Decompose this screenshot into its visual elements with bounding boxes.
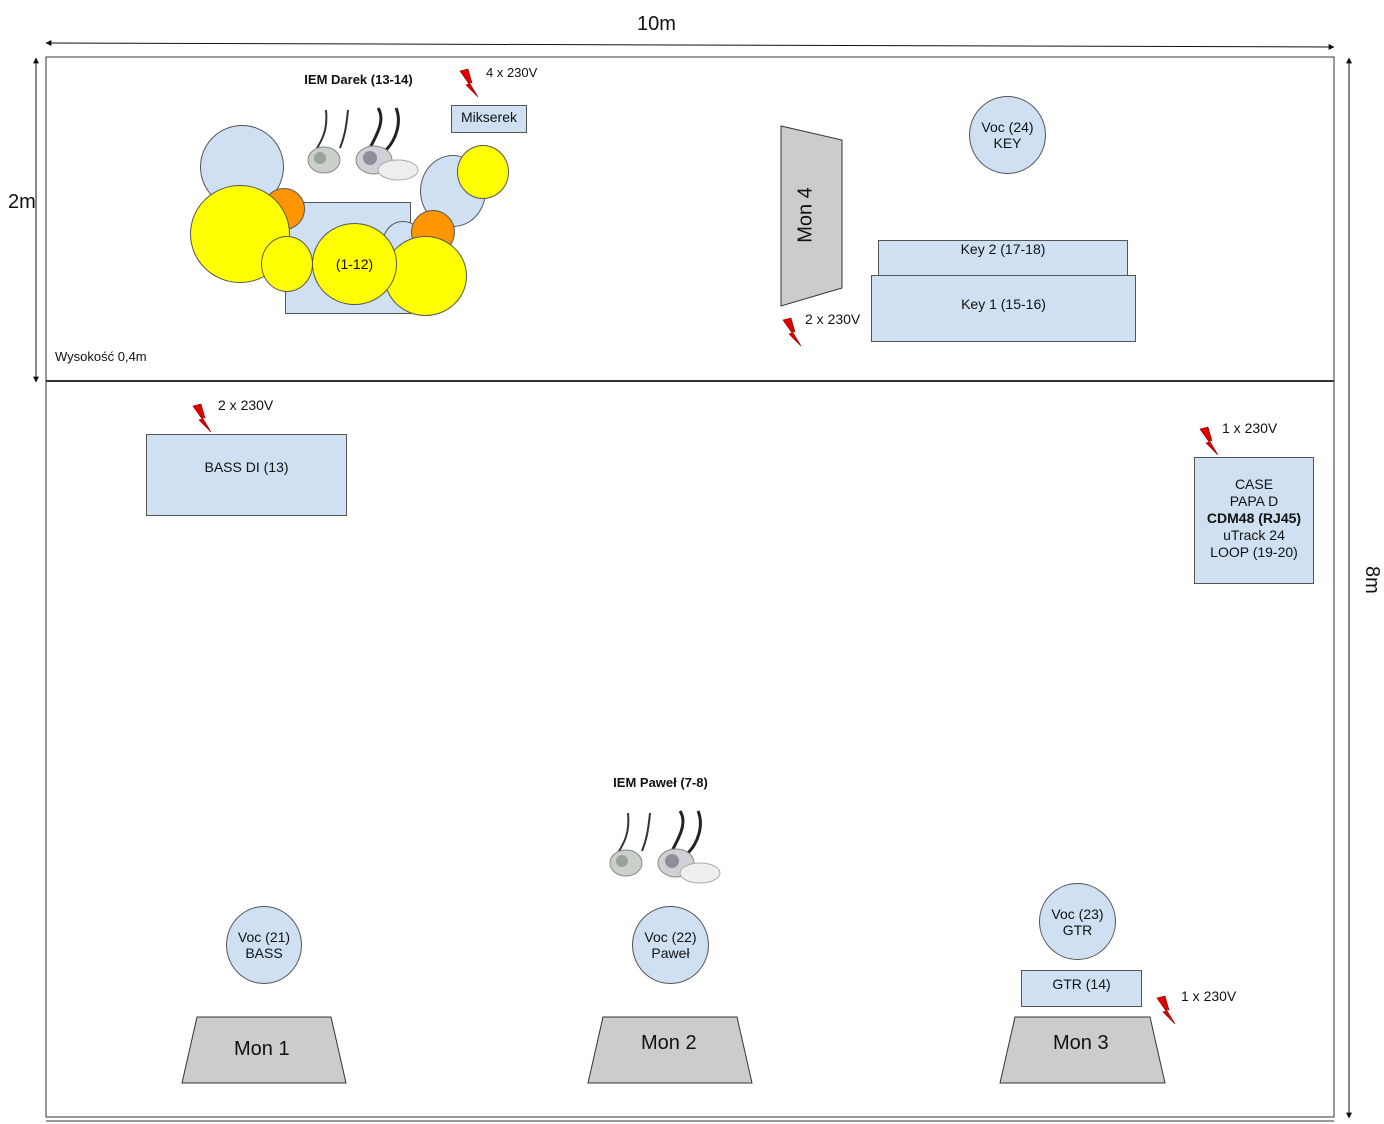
case-box: CASE PAPA D CDM48 (RJ45) uTrack 24 LOOP …: [1194, 457, 1314, 584]
voc-key-line1: Voc (24): [981, 119, 1034, 135]
mon3-shape: [999, 1016, 1166, 1084]
key1-box: Key 1 (15-16): [871, 275, 1136, 342]
case-line4: uTrack 24: [1223, 527, 1285, 543]
power-icon-mon4: [782, 317, 802, 347]
width-label: 10m: [637, 13, 676, 35]
voc-bass-line2: BASS: [245, 945, 283, 961]
voc-pawel-mic: Voc (22) Paweł: [632, 906, 709, 984]
power-icon-bass: [192, 403, 212, 433]
mon1-shape: [181, 1016, 347, 1084]
bass-power-label: 2 x 230V: [218, 397, 274, 413]
voc-bass-line1: Voc (21): [237, 929, 291, 945]
mon1-label: Mon 1: [234, 1038, 290, 1060]
case-power-label: 1 x 230V: [1222, 420, 1278, 436]
key2-box: Key 2 (17-18): [878, 240, 1128, 276]
width-dimension-arrow: [45, 40, 1335, 50]
mon4-label: Mon 4: [794, 187, 817, 243]
power-icon-case: [1199, 426, 1219, 456]
cymbal-right: [384, 236, 467, 316]
key1-label: Key 1 (15-16): [961, 296, 1046, 312]
mon3-label: Mon 3: [1053, 1032, 1109, 1054]
power-icon-mikserek: [459, 68, 479, 98]
voc-pawel-line2: Paweł: [651, 945, 690, 961]
mikserek-label: Mikserek: [460, 109, 517, 125]
gtr-power-label: 1 x 230V: [1181, 988, 1237, 1004]
case-line2: PAPA D: [1229, 493, 1279, 509]
riser-height-label: Wysokość 0,4m: [55, 349, 147, 364]
voc-gtr-line2: GTR: [1062, 921, 1093, 938]
iem-darek-card: IEM Darek (13-14): [286, 70, 431, 186]
case-line5: LOOP (19-20): [1210, 544, 1298, 560]
voc-gtr-mic: Voc (23) GTR: [1039, 883, 1116, 960]
power-icon-gtr: [1156, 995, 1176, 1025]
bass-di-box: BASS DI (13): [146, 434, 347, 516]
case-line1: CASE: [1234, 476, 1274, 492]
cymbal-top-right: [457, 145, 509, 199]
kick-drum: (1-12): [312, 223, 397, 305]
mon4-power-label: 2 x 230V: [805, 311, 861, 327]
cymbal-hihat: [261, 236, 313, 292]
mon2-label: Mon 2: [641, 1032, 697, 1054]
iem-pawel-card: IEM Paweł (7-8): [588, 773, 733, 888]
drum-channels-label: (1-12): [335, 256, 374, 272]
voc-key-mic: Voc (24) KEY: [969, 96, 1046, 174]
iem-darek-title: IEM Darek (13-14): [304, 72, 413, 87]
mon2-shape: [587, 1016, 753, 1084]
voc-bass-mic: Voc (21) BASS: [226, 906, 302, 984]
voc-gtr-line1: Voc (23): [1051, 905, 1104, 922]
mikserek-box: Mikserek: [451, 105, 527, 133]
key2-label: Key 2 (17-18): [960, 241, 1046, 257]
gtr-box: GTR (14): [1021, 970, 1142, 1007]
iem-pawel-title: IEM Paweł (7-8): [613, 775, 708, 790]
in-ear-monitor-icon: [609, 810, 721, 884]
riser-depth-label: 2m: [8, 191, 36, 213]
voc-pawel-line1: Voc (22): [644, 929, 697, 945]
in-ear-monitor-icon: [307, 107, 419, 181]
case-line3: CDM48 (RJ45): [1206, 510, 1302, 526]
bass-di-label: BASS DI (13): [204, 459, 289, 475]
gtr-label: GTR (14): [1052, 976, 1111, 992]
mon4-shape: [780, 125, 843, 307]
stage-outline: [45, 56, 1335, 1118]
mikserek-power-label: 4 x 230V: [486, 65, 538, 80]
stage-depth-label: 8m: [1361, 566, 1383, 594]
voc-key-line2: KEY: [993, 135, 1022, 151]
